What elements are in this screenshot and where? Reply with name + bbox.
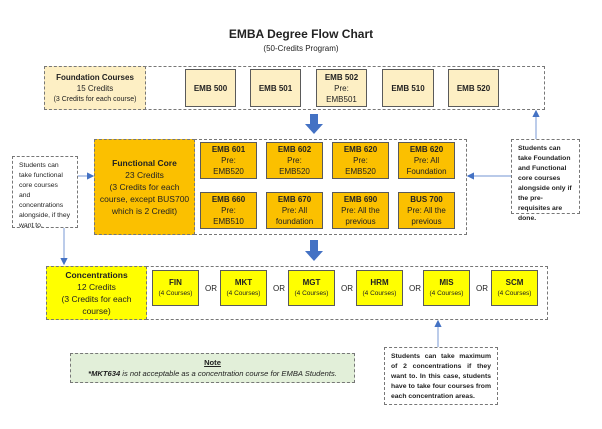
chart-title: EMBA Degree Flow Chart [228,27,374,41]
course-emb501: EMB 501 [250,69,301,107]
foundation-label: Foundation Courses 15 Credits (3 Credits… [44,66,146,110]
down-arrow-1 [305,114,323,134]
note-box: Note *MKT634 is not acceptable as a conc… [70,353,355,383]
note-text: is not acceptable as a concentration cou… [120,369,337,378]
or-label: OR [476,284,488,293]
down-arrow-2 [305,240,323,261]
or-label: OR [205,284,217,293]
foundation-title: Foundation Courses [56,72,134,82]
conc-course-fin: FIN(4 Courses) [152,270,199,306]
conc-title: Concentrations [65,270,128,280]
or-label: OR [409,284,421,293]
note-bold: *MKT634 [88,369,121,378]
conc-detail: (3 Credits for each course) [61,294,132,316]
conc-credits: 12 Credits [77,282,116,292]
core-credits: 23 Credits [125,170,164,180]
foundation-detail: (3 Credits for each course) [53,95,137,103]
conc-course-hrm: HRM(4 Courses) [356,270,403,306]
conc-course-mgt: MGT(4 Courses) [288,270,335,306]
chart-subtitle: (50-Credits Program) [263,44,339,53]
note-title: Note [204,358,221,367]
or-label: OR [341,284,353,293]
core-label: Functional Core 23 Credits (3 Credits fo… [94,139,195,235]
core-title: Functional Core [112,158,177,168]
conc-label: Concentrations 12 Credits (3 Credits for… [46,266,147,320]
conc-course-scm: SCM(4 Courses) [491,270,538,306]
course-emb520: EMB 520 [448,69,499,107]
foundation-credits: 15 Credits [76,83,114,93]
core-detail: (3 Credits for each course, except BUS70… [99,182,190,216]
course-emb500: EMB 500 [185,69,236,107]
course-emb510: EMB 510 [382,69,434,107]
bottom-right-note: Students can take maximum of 2 concentra… [384,347,498,405]
or-label: OR [273,284,285,293]
conc-course-mis: MIS(4 Courses) [423,270,470,306]
conc-course-mkt: MKT(4 Courses) [220,270,267,306]
left-note: Students can take functional core course… [12,156,78,229]
right-note: Students can take Foundation and Functio… [511,139,580,222]
